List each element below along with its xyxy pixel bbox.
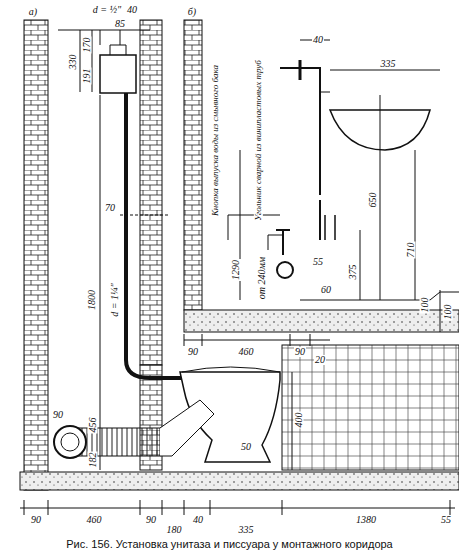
dimension-label: 1380	[355, 515, 377, 525]
dimension-label: 460	[86, 515, 103, 525]
dimension-label: 650	[367, 192, 377, 209]
dimension-label: 170	[81, 37, 91, 54]
dimension-label: 456	[87, 417, 97, 434]
dimension-label: 90	[187, 347, 199, 357]
dimension-label: 20	[314, 355, 326, 365]
dimension-label: 40	[126, 5, 138, 15]
dimension-label: d = 1¼"	[110, 282, 120, 317]
dimension-label: 191	[81, 68, 91, 85]
figure-caption: Рис. 156. Установка унитаза и писсуара у…	[0, 538, 459, 550]
dimension-label: 375	[347, 264, 357, 281]
dimension-label: 100	[419, 297, 429, 314]
dimension-label: 70	[104, 203, 116, 213]
dimension-label: 182	[87, 452, 97, 469]
dimension-label: 40	[312, 35, 324, 45]
dimension-label: 90	[294, 347, 306, 357]
dimension-label: 1800	[87, 289, 97, 311]
dimension-label: а)	[28, 7, 38, 17]
note-text: Кнопка выпуска воды из смывного бака	[212, 63, 221, 216]
dimension-label: 90	[30, 515, 42, 525]
dimension-label: 335	[238, 525, 255, 535]
dimension-label: 1290	[231, 259, 241, 281]
dimension-label: 50	[240, 442, 252, 452]
dimension-label: 40	[192, 515, 204, 525]
dimension-label: 460	[238, 347, 255, 357]
dimension-label: 330	[67, 54, 77, 71]
dimension-label: 180	[166, 525, 183, 535]
dimension-label: 60	[320, 285, 332, 295]
dimension-label: d = ½"	[92, 5, 122, 15]
note-text: Угольник сварной из винипластовых труб	[254, 59, 263, 222]
dimension-label: от 240мм	[257, 256, 267, 301]
dimension-label: 100	[442, 304, 452, 321]
dimension-label: 55	[312, 257, 324, 267]
dimension-label: 85	[114, 19, 126, 29]
dimension-label: 335	[380, 59, 397, 69]
dimension-label: 90	[145, 515, 157, 525]
dimension-label: б)	[187, 7, 197, 17]
dimension-label: 710	[405, 242, 415, 259]
dimension-label: 400	[293, 412, 303, 429]
dimension-label: 90	[52, 410, 64, 420]
dimension-label: 55	[440, 515, 452, 525]
